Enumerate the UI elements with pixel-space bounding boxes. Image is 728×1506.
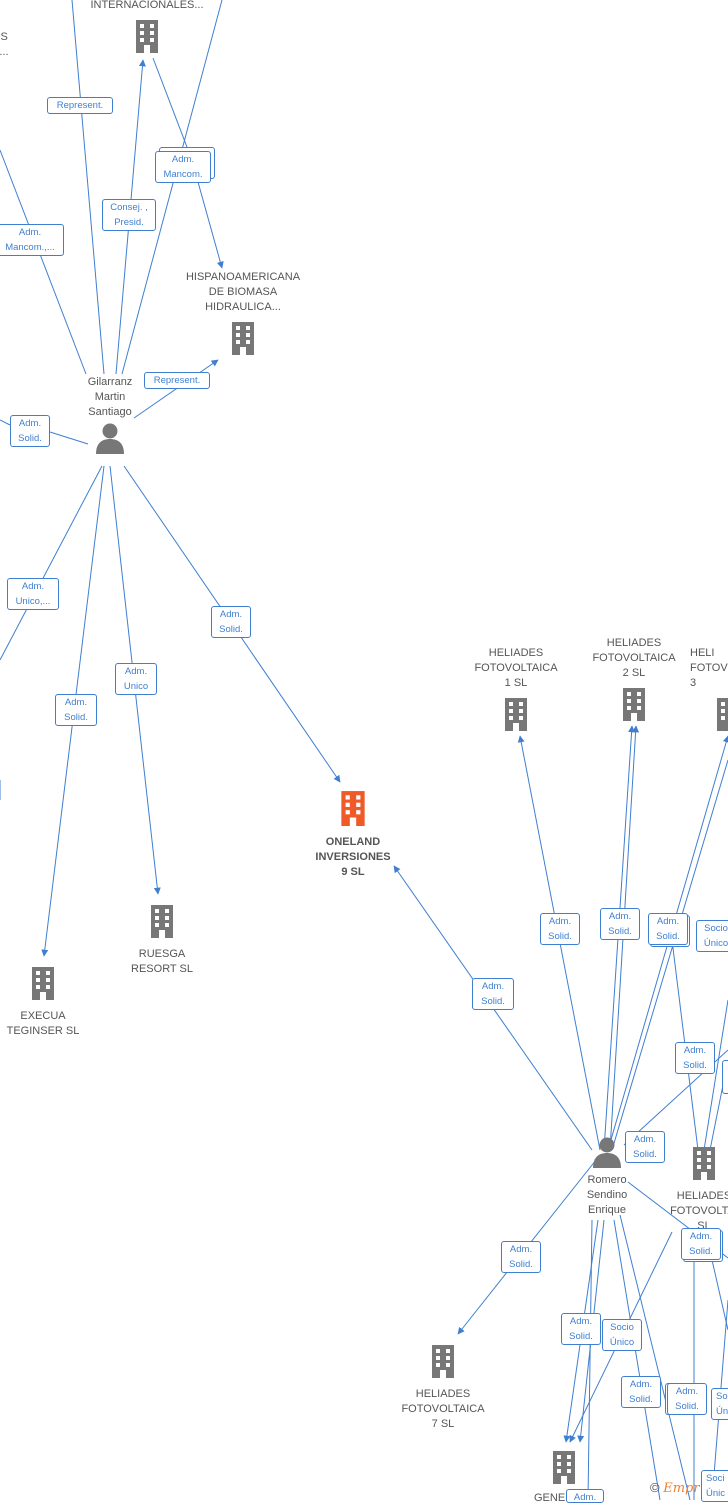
node-label: HELIADES FOTOVOLTAICA 7 SL bbox=[401, 1388, 485, 1430]
building-icon bbox=[714, 697, 728, 736]
brand-logo: Empr bbox=[663, 1481, 700, 1496]
edge-27 bbox=[613, 1219, 661, 1500]
node-label: HELIADES FOTOVOLTAICA 1 SL bbox=[474, 647, 558, 689]
node-execua[interactable]: EXECUA TEGINSER SL bbox=[0, 966, 86, 1039]
node-label: EXECUA TEGINSER SL bbox=[6, 1010, 80, 1037]
badge-adm-gene-bottom[interactable]: Adm. bbox=[566, 1489, 604, 1503]
edge-33 bbox=[587, 1219, 593, 1500]
edge-32 bbox=[711, 1259, 728, 1331]
node-heliades-1[interactable]: HELIADES FOTOVOLTAICA 1 SL bbox=[466, 646, 566, 736]
badge-adm-solid-left[interactable]: Adm. Solid. bbox=[10, 415, 50, 447]
node-label: Gilarranz Martin Santiago bbox=[87, 376, 133, 418]
copyright-notice: © Empr bbox=[650, 1480, 700, 1496]
edge-6 bbox=[133, 359, 219, 419]
building-icon bbox=[620, 687, 648, 726]
building-icon bbox=[429, 1344, 457, 1383]
edge-22 bbox=[703, 999, 728, 1151]
badge-adm-solid-low2[interactable]: Adm. Solid. bbox=[667, 1383, 707, 1415]
node-label: HELIADES FOTOVOLTAI SL bbox=[670, 1190, 728, 1232]
node-romero[interactable]: Romero Sendino Enrique bbox=[566, 1136, 648, 1218]
building-icon bbox=[338, 790, 368, 831]
node-heliades-2[interactable]: HELIADES FOTOVOLTAICA 2 SL bbox=[584, 636, 684, 726]
building-icon bbox=[148, 904, 176, 943]
badge-adm-solid-h2a[interactable]: Adm. Solid. bbox=[600, 908, 640, 940]
node-label: Romero Sendino Enrique bbox=[586, 1174, 628, 1216]
node-internacionales[interactable]: INTERNACIONALES... bbox=[80, 0, 214, 58]
building-icon bbox=[229, 321, 257, 360]
node-heliades-right[interactable]: HELIADES FOTOVOLTAI SL bbox=[656, 1146, 728, 1234]
badge-edge-partial[interactable] bbox=[722, 1060, 728, 1094]
edge-3 bbox=[197, 181, 224, 269]
badge-adm-solid-oneland[interactable]: Adm. Solid. bbox=[211, 606, 251, 638]
building-icon bbox=[502, 697, 530, 736]
node-label: INTERNACIONALES... bbox=[90, 0, 204, 11]
badge-adm-solid-h1[interactable]: Adm. Solid. bbox=[540, 913, 580, 945]
edge-7 bbox=[49, 431, 89, 445]
node-gilarranz[interactable]: Gilarranz Martin Santiago bbox=[70, 375, 150, 459]
badge-represent-mid[interactable]: Represent. bbox=[144, 372, 210, 389]
node-heliades-3[interactable]: HELI FOTOV 3 bbox=[686, 646, 728, 736]
badge-adm-mancom-left[interactable]: Adm. Mancom.,... bbox=[0, 224, 64, 256]
badge-adm-solid-low1[interactable]: Adm. Solid. bbox=[621, 1376, 661, 1408]
edge-9 bbox=[0, 465, 103, 661]
building-icon bbox=[133, 19, 161, 58]
node-oneland[interactable]: ONELAND INVERSIONES 9 SL bbox=[300, 790, 406, 880]
badge-socio-bottom-right[interactable]: Soci Únic bbox=[701, 1470, 728, 1502]
badge-adm-mancom-top[interactable]: Adm. Mancom. bbox=[155, 151, 211, 183]
badge-adm-solid-gene[interactable]: Adm. Solid. bbox=[561, 1313, 601, 1345]
badge-adm-solid-hr[interactable]: Adm. Solid. bbox=[675, 1042, 715, 1074]
edge-19 bbox=[611, 759, 728, 1151]
building-icon bbox=[29, 966, 57, 1005]
node-label: RUESGA RESORT SL bbox=[131, 948, 193, 975]
node-heliades-7[interactable]: HELIADES FOTOVOLTAICA 7 SL bbox=[393, 1344, 493, 1432]
edge-0 bbox=[71, 0, 105, 375]
building-icon bbox=[690, 1146, 718, 1185]
person-icon bbox=[95, 422, 125, 459]
edge-2 bbox=[152, 57, 191, 156]
edge-8 bbox=[0, 419, 11, 426]
badge-adm-solid-execua[interactable]: Adm. Solid. bbox=[55, 694, 97, 726]
node-label: ONELAND INVERSIONES 9 SL bbox=[315, 836, 391, 878]
edge-5 bbox=[0, 149, 87, 375]
node-label: HISPANOAMERICANA DE BIOMASA HIDRAULICA..… bbox=[185, 271, 301, 313]
node-left-partial[interactable]: OS S... bbox=[0, 30, 16, 60]
copyright-symbol: © bbox=[650, 1480, 660, 1495]
badge-adm-solid-romero-oneland[interactable]: Adm. Solid. bbox=[472, 978, 514, 1010]
person-icon bbox=[592, 1136, 622, 1173]
badge-adm-unico-dots[interactable]: Adm. Unico,... bbox=[7, 578, 59, 610]
node-hispanoamericana[interactable]: HISPANOAMERICANA DE BIOMASA HIDRAULICA..… bbox=[178, 270, 308, 360]
node-label: HELI FOTOV 3 bbox=[690, 647, 728, 689]
building-icon bbox=[550, 1450, 578, 1489]
badge-adm-solid-near-romero[interactable]: Adm. Solid. bbox=[625, 1131, 665, 1163]
badge-consej-presid[interactable]: Consej. , Presid. bbox=[102, 199, 156, 231]
badge-adm-solid-hr2[interactable]: Adm. Solid. bbox=[681, 1228, 721, 1260]
badge-adm-solid-h2b[interactable]: Adm. Solid. bbox=[648, 913, 688, 945]
badge-socio-unico-mid[interactable]: Socio Único bbox=[602, 1319, 642, 1351]
edge-28 bbox=[619, 1214, 691, 1500]
node-label: OS S... bbox=[0, 31, 9, 58]
badge-socio-unico-low[interactable]: Soci Ún bbox=[711, 1388, 728, 1420]
badge-represent-top[interactable]: Represent. bbox=[47, 97, 113, 114]
edge-1 bbox=[121, 0, 223, 375]
badge-adm-solid-h7[interactable]: Adm. Solid. bbox=[501, 1241, 541, 1273]
node-ruesga[interactable]: RUESGA RESORT SL bbox=[116, 904, 208, 977]
badge-socio-unico-h3[interactable]: Socio Único bbox=[696, 920, 728, 952]
node-label: HELIADES FOTOVOLTAICA 2 SL bbox=[592, 637, 676, 679]
badge-adm-unico[interactable]: Adm. Unico bbox=[115, 663, 157, 695]
